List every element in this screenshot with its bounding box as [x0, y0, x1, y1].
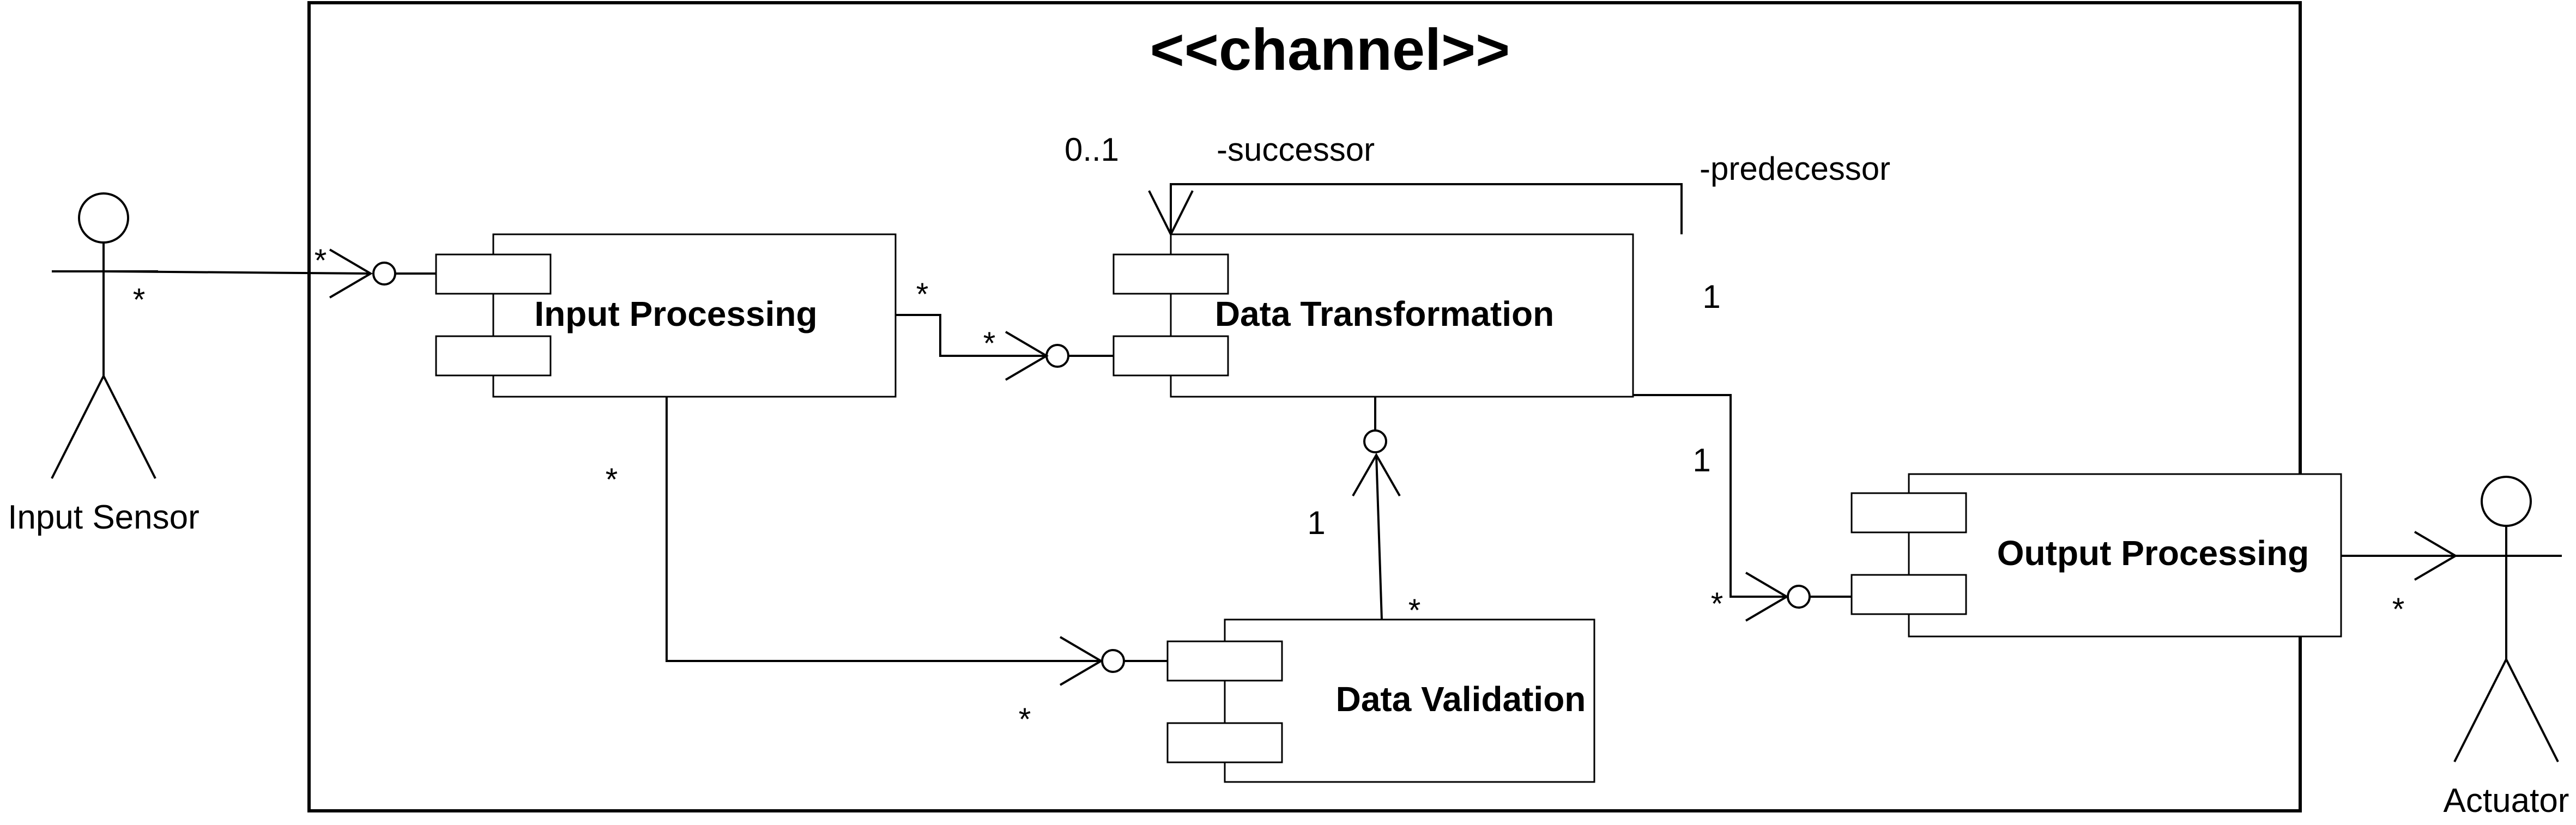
component-label: Data Validation	[1336, 680, 1586, 719]
provided-interface-icon	[1045, 344, 1069, 368]
arrowhead-icon	[329, 248, 373, 299]
connector-output-to-actuator[interactable]: *	[2341, 531, 2458, 627]
actor-label: Input Sensor	[8, 499, 199, 536]
multiplicity-label: 1	[1702, 278, 1720, 315]
component-port-tab	[1851, 492, 1967, 533]
arrowhead-icon	[1148, 190, 1194, 237]
component-label: Data Transformation	[1215, 294, 1554, 333]
multiplicity-label: *	[315, 243, 327, 278]
component-port-tab	[1166, 640, 1283, 682]
component-input-processing[interactable]: Input Processing	[435, 233, 897, 398]
actor-actuator[interactable]: Actuator	[2444, 476, 2569, 820]
actor-input-sensor[interactable]: Input Sensor	[8, 192, 199, 536]
multiplicity-label: *	[916, 277, 929, 312]
component-label: Input Processing	[534, 294, 817, 333]
connector-input-to-data-validation[interactable]: * *	[606, 397, 1168, 737]
connector-self-association[interactable]: 0..1 -successor -predecessor 1	[1065, 131, 1890, 315]
component-port-tab	[435, 253, 552, 295]
component-port-tab	[1851, 574, 1967, 615]
multiplicity-label: *	[983, 326, 996, 361]
channel-boundary: <<channel>>	[307, 1, 2302, 812]
component-output-processing[interactable]: Output Processing	[1851, 473, 2342, 638]
component-label: Output Processing	[1997, 533, 2309, 573]
multiplicity-label: *	[2392, 592, 2405, 627]
multiplicity-label: *	[1711, 586, 1724, 622]
component-port-tab	[1112, 335, 1229, 377]
multiplicity-label: 1	[1692, 442, 1710, 478]
component-port-tab	[1112, 253, 1229, 295]
multiplicity-label: *	[1019, 702, 1031, 737]
provided-interface-icon	[372, 262, 396, 286]
provided-interface-icon	[1363, 429, 1387, 453]
multiplicity-label: 1	[1307, 505, 1325, 541]
channel-stereotype: <<channel>>	[1150, 16, 1510, 82]
multiplicity-label: *	[1408, 593, 1421, 628]
component-data-validation[interactable]: Data Validation	[1166, 618, 1595, 783]
connector-sensor-to-input-processing[interactable]: * *	[103, 243, 436, 318]
component-data-transformation[interactable]: Data Transformation	[1112, 233, 1634, 398]
role-label: -predecessor	[1700, 150, 1890, 187]
role-label: -successor	[1217, 131, 1375, 168]
provided-interface-icon	[1787, 585, 1811, 609]
multiplicity-label: *	[133, 282, 146, 318]
arrowhead-icon	[1352, 452, 1401, 496]
actor-label: Actuator	[2444, 782, 2569, 820]
connector-data-validation-to-transformation[interactable]: 1 *	[1307, 397, 1420, 628]
component-port-tab	[1166, 722, 1283, 763]
provided-interface-icon	[1101, 649, 1125, 673]
connector-data-transformation-to-output[interactable]: 1 *	[1633, 394, 1852, 622]
connector-input-to-data-transformation[interactable]: * *	[896, 277, 1114, 381]
multiplicity-label: 0..1	[1065, 131, 1119, 168]
multiplicity-label: *	[606, 462, 618, 498]
component-port-tab	[435, 335, 552, 377]
arrowhead-icon	[2414, 531, 2458, 581]
